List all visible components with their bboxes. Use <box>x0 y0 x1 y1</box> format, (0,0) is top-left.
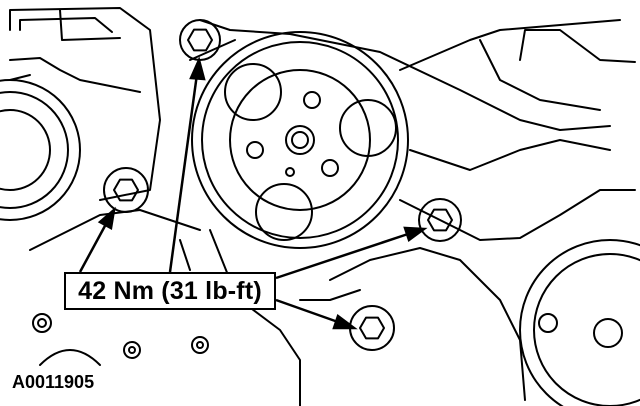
hex-bolt-top <box>179 19 221 61</box>
small-fasteners <box>32 313 209 366</box>
left-pulley <box>0 79 81 221</box>
figure-id: A0011905 <box>12 372 95 392</box>
leader-to-lower-bolt <box>275 298 358 330</box>
belt-and-housing <box>179 19 636 406</box>
pump-pulley <box>191 31 409 249</box>
left-housing <box>9 7 201 251</box>
hex-bolt-right <box>418 198 462 242</box>
leader-to-right-bolt <box>275 226 428 280</box>
hex-bolt-lower <box>349 305 395 351</box>
hex-bolt-left <box>103 167 149 213</box>
leader-to-left-bolt <box>78 206 116 273</box>
right-lower-pulley <box>519 239 640 406</box>
torque-callout: 42 Nm (31 lb-ft) <box>64 272 276 310</box>
leader-to-top-bolt <box>168 56 206 273</box>
